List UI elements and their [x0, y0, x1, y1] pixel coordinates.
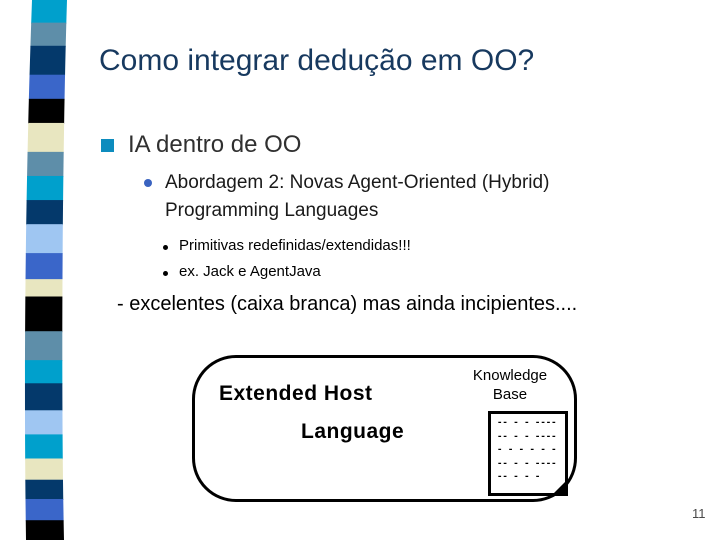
knowledge-base-label: Knowledge Base	[447, 366, 573, 404]
document-dash-line: -- - - ----	[497, 458, 557, 469]
small-dot-bullet-icon	[163, 245, 168, 250]
host-label-line1: Extended Host	[219, 382, 373, 405]
document-dash-line: -- - - ----	[497, 431, 557, 442]
small-dot-bullet-icon	[163, 271, 168, 276]
decorative-ribbon	[24, 0, 67, 540]
note-line: - excelentes (caixa branca) mas ainda in…	[117, 293, 578, 315]
document-text-lines: -- - - ---- -- - - ---- - - - - - - -- - - …	[497, 417, 561, 485]
ribbon-color-blocks	[24, 0, 67, 540]
slide-title: Como integrar dedução em OO?	[99, 44, 535, 77]
bullet-level2: Abordagem 2: Novas Agent-Oriented (Hybri…	[144, 169, 604, 225]
knowledge-base-label-line1: Knowledge	[472, 367, 548, 384]
bullet-level3-second-text: ex. Jack e AgentJava	[179, 263, 321, 280]
document-dash-line: - - - - - -	[497, 445, 557, 455]
dot-bullet-icon	[144, 179, 152, 187]
bullet-level3-second: ex. Jack e AgentJava	[163, 263, 321, 280]
host-label-line2: Language	[301, 420, 405, 443]
bullet-level1: IA dentro de OO	[101, 131, 301, 159]
document-dash-line: -- - - ----	[497, 418, 557, 428]
folded-corner-icon	[553, 481, 565, 493]
page-number: 11	[692, 506, 706, 521]
bullet-level2-text: Abordagem 2: Novas Agent-Oriented (Hybri…	[165, 172, 550, 221]
document-icon: -- - - ---- -- - - ---- - - - - - - -- - - …	[488, 411, 568, 496]
bullet-level3-first: Primitivas redefinidas/extendidas!!!	[163, 237, 411, 254]
document-dash-line: -- - - -	[497, 472, 541, 482]
knowledge-base-label-line2: Base	[492, 386, 528, 403]
bullet-level1-text: IA dentro de OO	[128, 131, 302, 158]
square-bullet-icon	[101, 139, 114, 152]
extended-host-language-box: Extended Host Language Knowledge Base --…	[192, 355, 577, 502]
bullet-level3-first-text: Primitivas redefinidas/extendidas!!!	[179, 237, 411, 254]
